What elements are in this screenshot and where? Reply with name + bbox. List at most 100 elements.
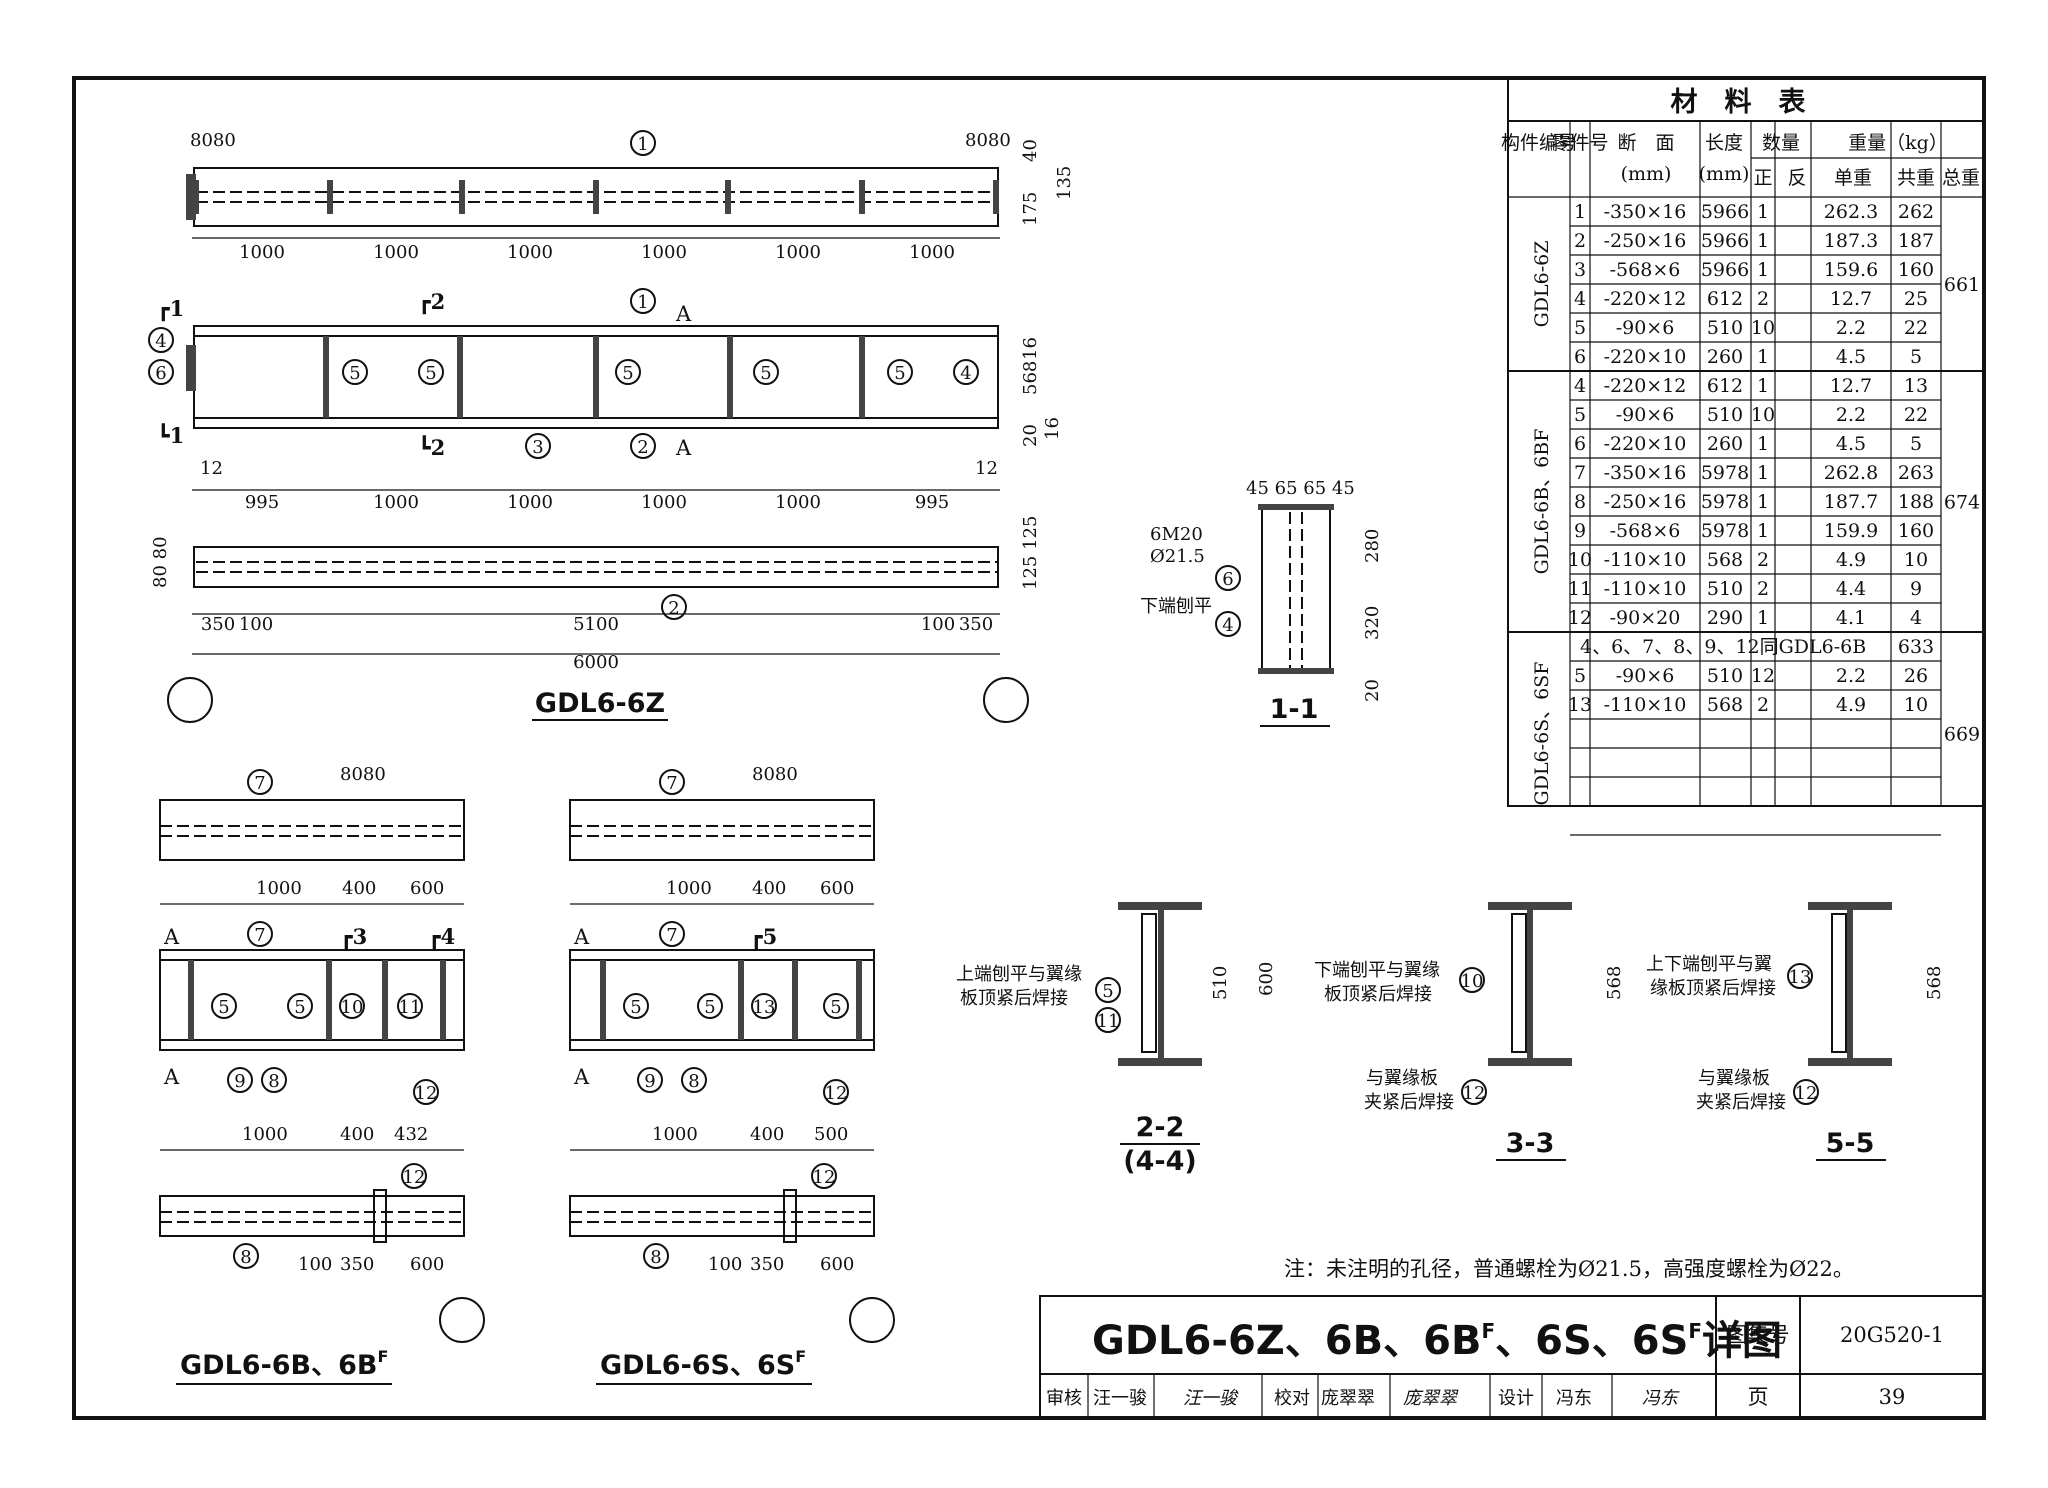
table-title: 材 料 表	[1671, 87, 1806, 118]
svg-text:7: 7	[666, 925, 677, 946]
svg-text:1000: 1000	[256, 878, 302, 899]
hdr-qty-neg: 反	[1787, 167, 1806, 189]
svg-text:400: 400	[750, 1124, 784, 1145]
cell-unit-weight: 2.2	[1836, 665, 1866, 687]
cell-qty-pos: 12	[1751, 665, 1775, 687]
svg-text:1: 1	[637, 292, 648, 313]
cell-qty-pos: 1	[1757, 201, 1769, 223]
svg-text:5: 5	[349, 363, 360, 384]
svg-text:4: 4	[960, 363, 971, 384]
dim-top: 1000	[507, 242, 553, 263]
svg-text:5: 5	[704, 997, 715, 1018]
svg-text:A: A	[675, 436, 692, 460]
cell-sub-weight: 187	[1898, 230, 1934, 252]
cell-section: -220×10	[1604, 346, 1687, 368]
hdr-unit-w: 单重	[1834, 167, 1872, 189]
signature-cell: 校对	[1274, 1388, 1310, 1409]
cell-length: 510	[1707, 665, 1743, 687]
svg-text:11: 11	[1097, 1011, 1120, 1032]
svg-text:12: 12	[975, 458, 998, 479]
cell-sub-weight: 263	[1898, 462, 1934, 484]
svg-text:5: 5	[622, 363, 633, 384]
svg-text:400: 400	[342, 878, 376, 899]
cell-sub-weight: 10	[1904, 694, 1928, 716]
svg-text:20: 20	[1020, 424, 1041, 447]
svg-text:5: 5	[294, 997, 305, 1018]
label-gdl6-6b: GDL6-6B、6BF	[180, 1347, 388, 1381]
svg-text:175: 175	[1020, 192, 1041, 226]
svg-text:1000: 1000	[666, 878, 712, 899]
svg-text:13: 13	[1789, 967, 1812, 988]
cell-section: -250×16	[1604, 230, 1687, 252]
cell-sub-weight: 5	[1910, 433, 1922, 455]
dim-overall: 6000	[573, 652, 619, 673]
note22-b: 板顶紧后焊接	[960, 988, 1068, 1009]
svg-text:350: 350	[750, 1254, 784, 1275]
svg-text:600: 600	[410, 878, 444, 899]
svg-text:320: 320	[1362, 606, 1383, 640]
svg-text:100: 100	[298, 1254, 332, 1275]
svg-text:500: 500	[814, 1124, 848, 1145]
dim-mid: 1000	[775, 492, 821, 513]
general-note: 注：未注明的孔径，普通螺栓为Ø21.5，高强度螺栓为Ø22。	[1284, 1257, 1854, 1281]
cell-section: -90×6	[1616, 665, 1675, 687]
svg-text:45 65 65 45: 45 65 65 45	[1246, 478, 1355, 499]
dim-top: 1000	[373, 242, 419, 263]
atlas-label: 图集号	[1727, 1323, 1790, 1347]
dim-8080-left: 8080	[190, 130, 236, 151]
svg-text:8: 8	[688, 1071, 699, 1092]
cell-total-weight: 661	[1944, 274, 1980, 296]
cell-qty-pos: 1	[1757, 433, 1769, 455]
cell-part: 6	[1574, 346, 1586, 368]
bolt-spec: 6M20	[1150, 524, 1203, 545]
cell-part: 9	[1574, 520, 1586, 542]
cell-qty-pos: 10	[1751, 317, 1775, 339]
cell-same-as: 4、6、7、8、9、12同GDL6-6B	[1580, 636, 1866, 658]
svg-text:7: 7	[666, 773, 677, 794]
cell-member: GDL6-6S、6SF	[1531, 662, 1553, 806]
svg-text:5: 5	[830, 997, 841, 1018]
cell-part: 4	[1574, 375, 1586, 397]
dim-top: 1000	[909, 242, 955, 263]
svg-text:20: 20	[1362, 679, 1383, 702]
cell-unit-weight: 4.9	[1836, 549, 1866, 571]
bolt-hole: Ø21.5	[1150, 546, 1205, 567]
svg-text:12: 12	[403, 1167, 426, 1188]
cell-section: -350×16	[1604, 201, 1687, 223]
cell-unit-weight: 187.3	[1824, 230, 1878, 252]
cell-section: -250×16	[1604, 491, 1687, 513]
svg-text:7: 7	[254, 925, 265, 946]
cell-unit-weight: 12.7	[1830, 288, 1872, 310]
dim-mid: 995	[245, 492, 279, 513]
cell-length: 5978	[1701, 520, 1749, 542]
svg-text:432: 432	[394, 1124, 428, 1145]
svg-text:16: 16	[1020, 337, 1041, 360]
svg-text:8: 8	[240, 1247, 251, 1268]
cell-qty-pos: 1	[1757, 230, 1769, 252]
dim-bottom: 350	[959, 614, 993, 635]
svg-text:3: 3	[532, 437, 543, 458]
label-gdl6-6s: GDL6-6S、6SF	[600, 1347, 806, 1381]
cell-total-weight: 674	[1944, 492, 1980, 514]
label-sec-4-4: (4-4)	[1123, 1146, 1196, 1177]
page-label: 页	[1748, 1385, 1769, 1409]
cell-section: -350×16	[1604, 462, 1687, 484]
svg-text:A: A	[163, 925, 180, 949]
cell-length: 612	[1707, 288, 1743, 310]
cell-length: 290	[1707, 607, 1743, 629]
cell-sub-weight: 5	[1910, 346, 1922, 368]
svg-text:5: 5	[630, 997, 641, 1018]
cell-unit-weight: 12.7	[1830, 375, 1872, 397]
svg-text:┏2: ┏2	[418, 289, 445, 315]
cell-part: 6	[1574, 433, 1586, 455]
svg-text:A: A	[573, 925, 590, 949]
svg-text:11: 11	[399, 997, 422, 1018]
svg-text:40: 40	[1020, 139, 1041, 162]
section-5-5: 上下端刨平与翼 缘板顶紧后焊接 13 与翼缘板 夹紧后焊接 12 568 5-5	[1646, 902, 1945, 1161]
dim-mid: 995	[915, 492, 949, 513]
svg-text:600: 600	[1256, 962, 1277, 996]
label-sec-2-2: 2-2	[1136, 1112, 1185, 1143]
cell-length: 510	[1707, 404, 1743, 426]
cell-sub-weight: 10	[1904, 549, 1928, 571]
